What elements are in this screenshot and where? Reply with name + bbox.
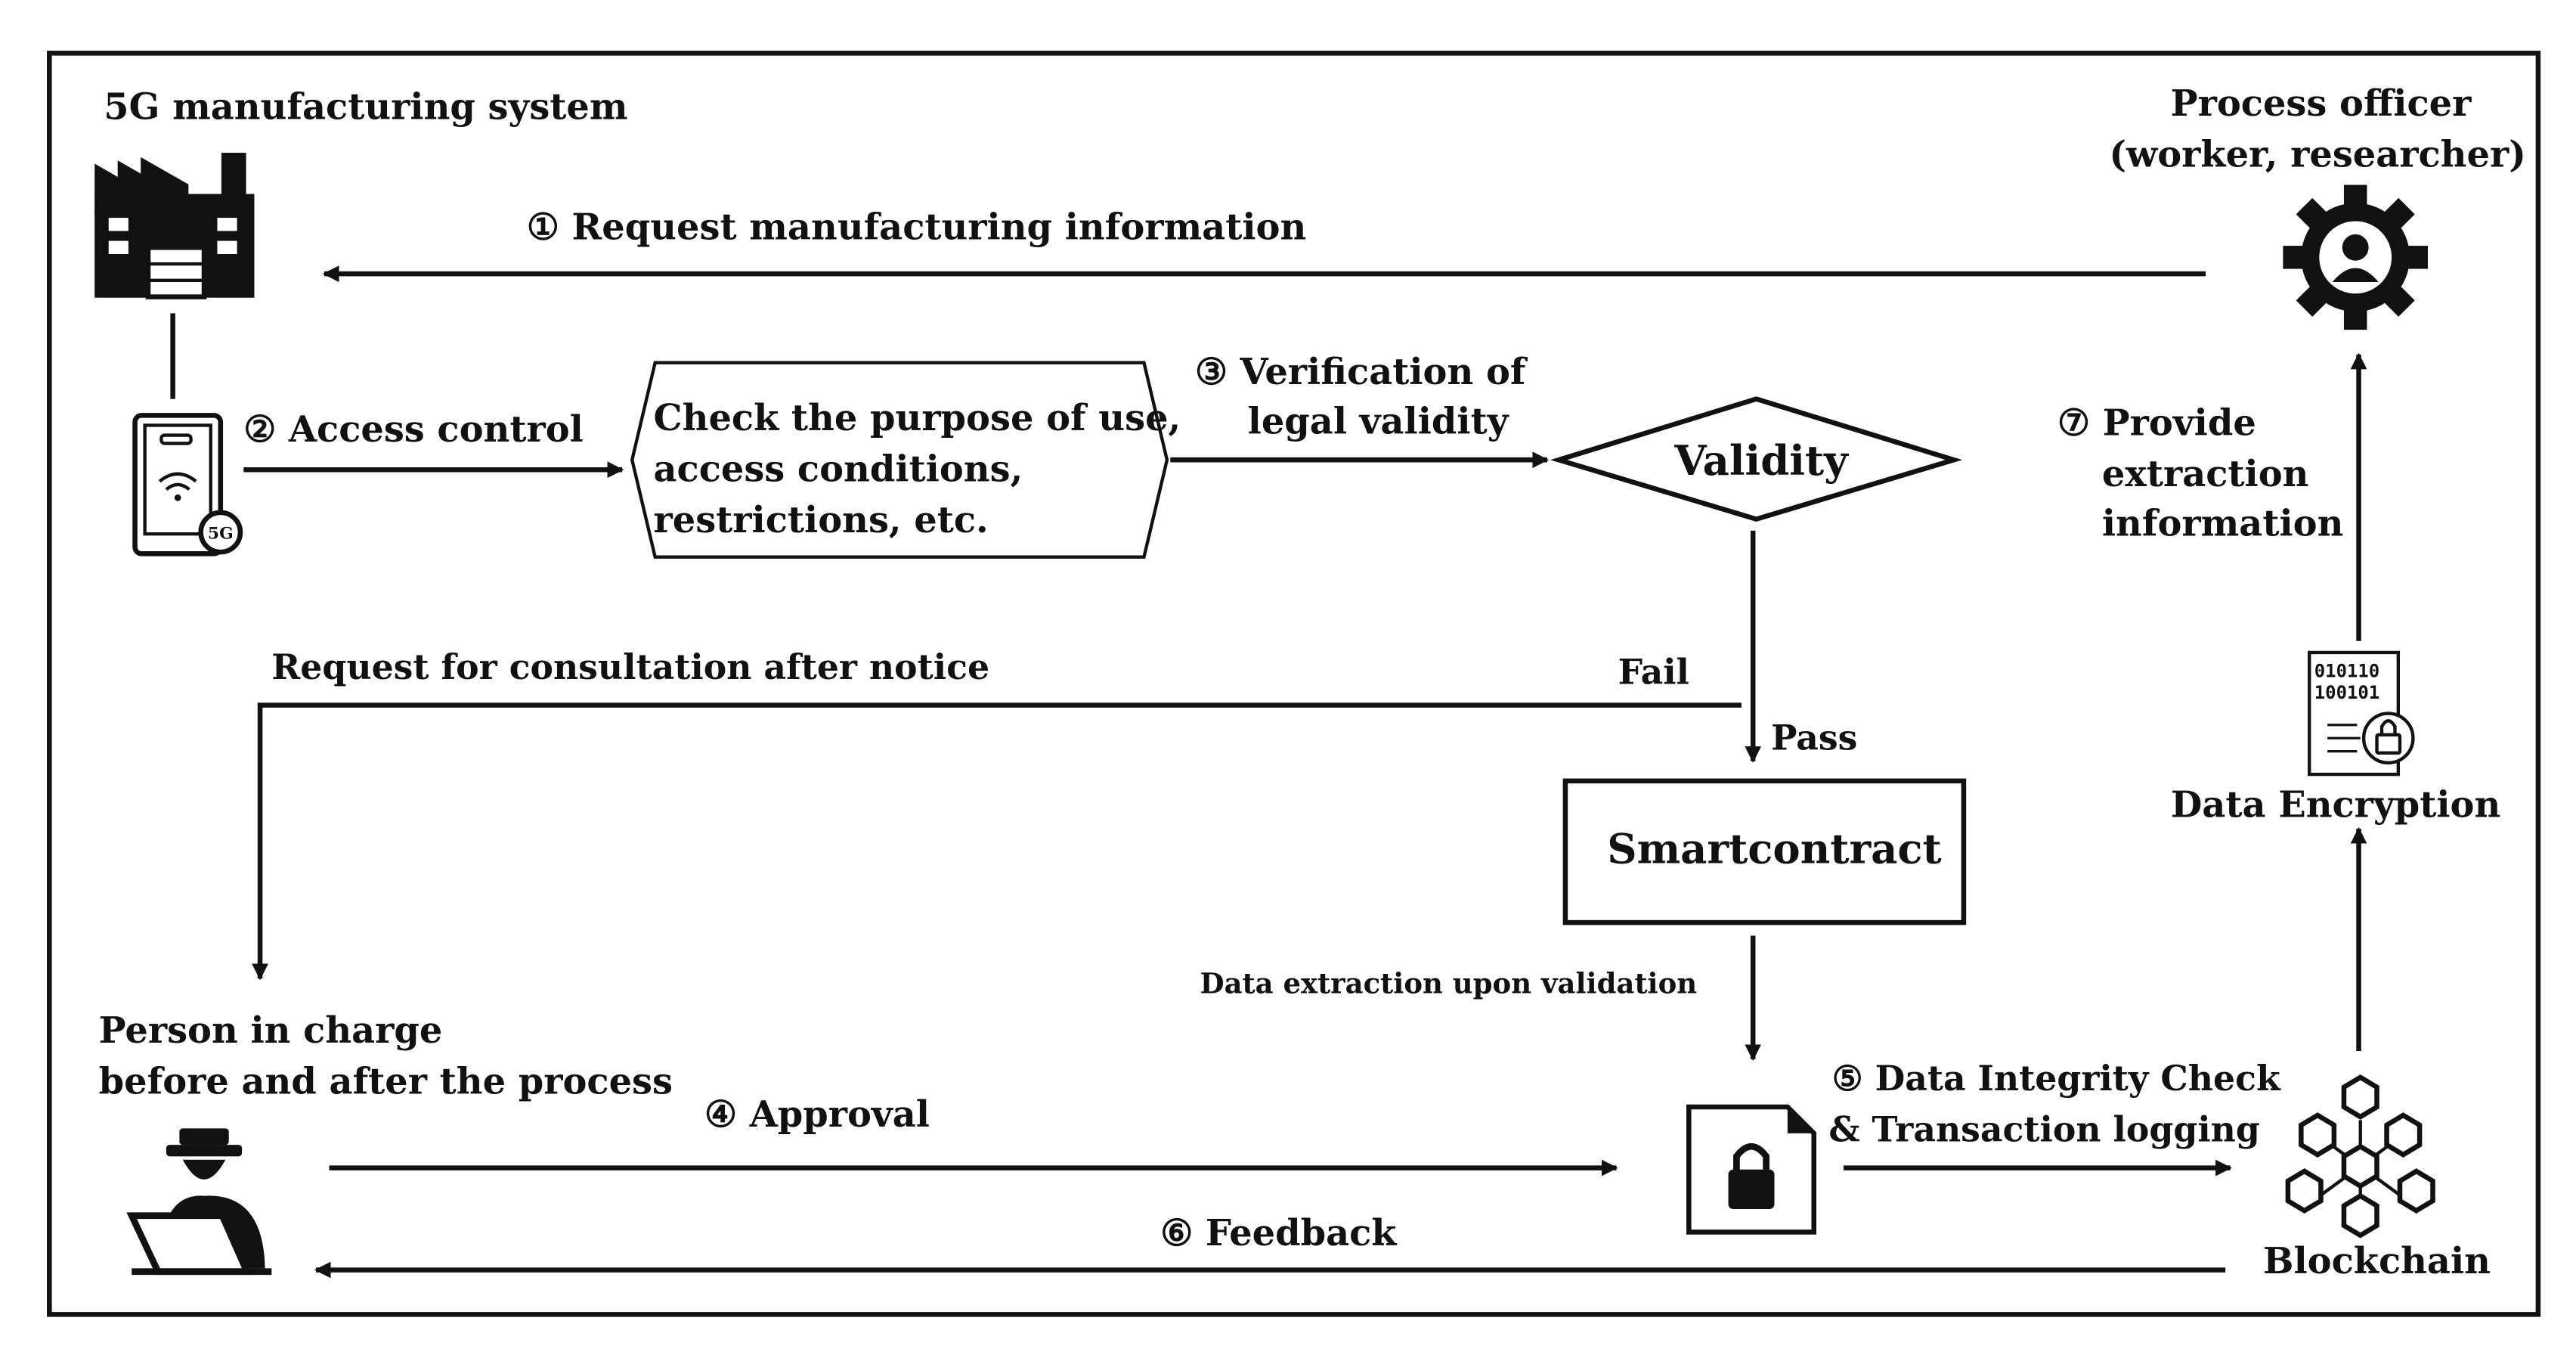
process-officer-line-1: Process officer [2171,82,2472,125]
check-line-2: access conditions, [654,448,1023,491]
blockchain-icon [2285,1074,2435,1239]
data-encryption-icon [2308,650,2415,777]
step-3-line-2: legal validity [1248,400,1509,442]
person-line-1: Person in charge [99,1009,443,1052]
phone-5g-badge: 5G [208,525,234,544]
diagram-frame [47,51,2541,1317]
fail-path-label: Request for consultation after notice [271,646,989,687]
arrow-fail [252,702,1742,981]
phone-icon [132,413,243,556]
check-line-1: Check the purpose of use, [654,397,1181,439]
binary-line-2: 100101 [2314,682,2379,703]
validity-label: Validity [1673,436,1849,485]
blockchain-label: Blockchain [2263,1240,2491,1282]
check-line-3: restrictions, etc. [654,499,989,541]
extraction-label: Data extraction upon validation [1200,967,1697,1000]
manufacturing-system-title: 5G manufacturing system [104,85,627,128]
step-6-label: ⑥ Feedback [1160,1212,1397,1254]
locked-document-icon [1686,1104,1817,1235]
process-officer-line-2: (worker, researcher) [2109,134,2526,176]
step-5-line-2: & Transaction logging [1828,1109,2260,1150]
person-laptop-icon [126,1128,272,1276]
step-2-label: ② Access control [243,408,584,451]
process-officer-gear-icon [2283,184,2429,330]
fail-label: Fail [1618,651,1689,692]
validity-diamond [1550,396,1963,522]
step-4-label: ④ Approval [704,1093,930,1136]
step-5-line-1: ⑤ Data Integrity Check [1832,1058,2281,1099]
step-1-label: ① Request manufacturing information [527,206,1306,248]
pass-label: Pass [1771,717,1857,758]
person-line-2: before and after the process [99,1061,673,1103]
smartcontract-box [1562,778,1967,925]
binary-line-1: 010110 [2314,661,2379,682]
step-7-line-1: ⑦ Provide [2057,402,2256,445]
smartcontract-label: Smartcontract [1607,825,1941,873]
data-encryption-label: Data Encryption [2171,784,2501,826]
factory-icon [94,153,255,299]
step-7-line-3: information [2102,502,2344,544]
step-7-line-2: extraction [2102,453,2309,495]
check-conditions-box [630,361,1169,559]
step-3-line-1: ③ Verification of [1195,351,1528,393]
